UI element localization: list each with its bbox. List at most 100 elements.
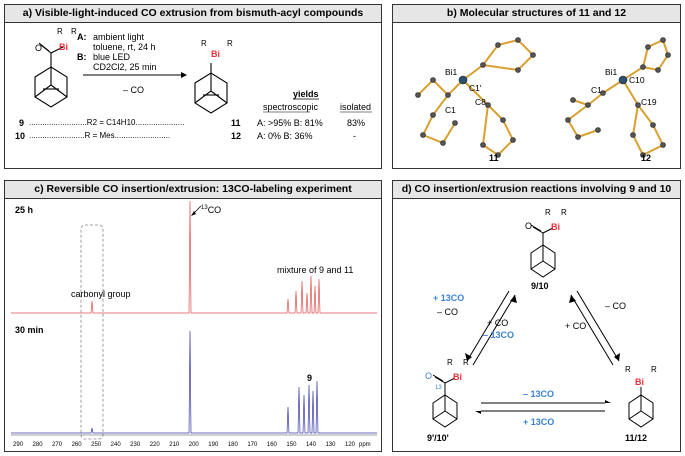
reactant-bismuth: Bi xyxy=(59,42,68,52)
row10-number: 10 xyxy=(15,131,26,141)
panel-c: c) Reversible CO insertion/extrusion: 13… xyxy=(4,180,382,452)
reactant-r1: R xyxy=(57,27,63,36)
axis-tick-label: 150 xyxy=(286,442,297,448)
axis-tick-label: 270 xyxy=(52,442,63,448)
axis-tick-label: 200 xyxy=(188,442,199,448)
right-r2: R xyxy=(651,365,657,374)
right-up-label: – CO xyxy=(605,301,627,311)
product-bismuth: Bi xyxy=(211,49,220,59)
yields-header: yields xyxy=(293,89,319,99)
atom-bi1-right: Bi1 xyxy=(605,67,618,77)
left-bismuth: Bi xyxy=(453,372,462,382)
isolated-header: isolated xyxy=(340,102,372,112)
co-peak-label: 13CO xyxy=(201,205,222,215)
right-bismuth: Bi xyxy=(635,377,644,387)
axis-tick-label: 130 xyxy=(325,442,336,448)
label-9: 9 xyxy=(307,373,313,383)
axis-tick-label: 250 xyxy=(91,442,102,448)
panel-b-title: b) Molecular structures of 11 and 12 xyxy=(393,5,680,23)
axis-tick-label: 220 xyxy=(149,442,160,448)
arrow-label: – CO xyxy=(123,85,145,95)
row9-number: 9 xyxy=(19,118,25,128)
left-r1: R xyxy=(447,358,453,367)
structure-label-12: 12 xyxy=(641,153,652,163)
atom-c19-right: C19 xyxy=(641,97,657,107)
axis-unit: ppm xyxy=(359,442,371,448)
atom-c10-right: C10 xyxy=(629,75,645,85)
left-down2-label: – 13CO xyxy=(483,330,515,340)
axis-tick-label: 230 xyxy=(130,442,141,448)
cond-b-label: B: xyxy=(77,52,87,62)
panel-a-structures xyxy=(34,42,372,114)
atom-c1-right: C1 xyxy=(591,85,602,95)
row10-product: 12 xyxy=(231,131,242,141)
axis-tick-label: 140 xyxy=(305,442,316,448)
spectrum-top xyxy=(11,200,377,314)
atom-c8-left: C8 xyxy=(475,97,486,107)
cond-a-line1: ambient light xyxy=(93,32,145,42)
structure-label-11: 11 xyxy=(489,153,499,163)
mixture-label: mixture of 9 and 11 xyxy=(277,265,354,275)
atom-bi1-left: Bi1 xyxy=(445,67,458,77)
reaction-scheme xyxy=(432,224,654,428)
nmr-spectra xyxy=(11,200,377,440)
label-9-10: 9/10 xyxy=(531,281,549,291)
row9-substituent: ..........................R2 = C14H10...… xyxy=(29,118,185,127)
row10-spectroscopic: A: 0% B: 36% xyxy=(257,131,313,141)
spectrum-bottom xyxy=(11,330,377,434)
left-up2-label: – CO xyxy=(437,307,459,317)
right-down-label: + CO xyxy=(565,321,587,331)
left-oxygen: O xyxy=(425,371,433,381)
spectroscopic-header: spectroscopic xyxy=(263,102,319,112)
row9-spectroscopic: A: >95% B: 81% xyxy=(257,118,323,128)
time-30min: 30 min xyxy=(15,325,44,335)
axis-tick-label: 180 xyxy=(227,442,238,448)
axis-tick-label: 170 xyxy=(247,442,258,448)
row9-isolated: 83% xyxy=(347,118,366,128)
bottom-bot-label: + 13CO xyxy=(523,417,555,427)
axis-tick-label: 210 xyxy=(169,442,180,448)
panel-d-title: d) CO insertion/extrusion reactions invo… xyxy=(393,181,680,199)
time-25h: 25 h xyxy=(15,205,34,215)
top-r2: R xyxy=(561,208,567,217)
row9-product: 11 xyxy=(231,118,241,128)
cond-a-label: A: xyxy=(77,32,87,42)
axis-tick-label: 190 xyxy=(208,442,219,448)
label-9prime-10prime: 9'/10' xyxy=(427,433,449,443)
panel-b: b) Molecular structures of 11 and 12 xyxy=(392,4,681,169)
reactant-structure xyxy=(34,42,68,108)
axis-tick-label: 290 xyxy=(13,442,24,448)
reactant-oxygen: O xyxy=(35,43,43,53)
top-oxygen: O xyxy=(525,221,533,231)
left-up-label: + 13CO xyxy=(433,293,465,303)
panel-a-title: a) Visible-light-induced CO extrusion fr… xyxy=(5,5,381,23)
panel-a: a) Visible-light-induced CO extrusion fr… xyxy=(4,4,382,169)
reactant-r2: R xyxy=(71,27,77,36)
panel-c-title: c) Reversible CO insertion/extrusion: 13… xyxy=(5,181,381,199)
bottom-top-label: – 13CO xyxy=(523,389,555,399)
product-r2: R xyxy=(227,39,233,48)
left-down-label: + CO xyxy=(487,318,509,328)
left-r2: R xyxy=(463,358,469,367)
axis-tick-label: 280 xyxy=(32,442,43,448)
panel-d: d) CO insertion/extrusion reactions invo… xyxy=(392,180,681,452)
atom-c1prime-left: C1' xyxy=(469,83,482,93)
axis-tick-label: 240 xyxy=(110,442,121,448)
atom-c1-left: C1 xyxy=(445,105,456,115)
cond-a-line2: toluene, rt, 24 h xyxy=(93,42,156,52)
top-bismuth: Bi xyxy=(551,222,560,232)
carbonyl-group-label: carbonyl group xyxy=(71,289,131,299)
label-11-12: 11/12 xyxy=(625,433,648,443)
axis-tick-label: 260 xyxy=(71,442,82,448)
row10-substituent: .........................R = Mes........… xyxy=(29,131,171,140)
cond-b-line2: CD2Cl2, 25 min xyxy=(93,62,157,72)
axis-tick-label: 160 xyxy=(266,442,277,448)
axis-tick-label: 120 xyxy=(345,442,356,448)
reaction-arrow xyxy=(83,72,187,78)
cond-b-line1: blue LED xyxy=(93,52,131,62)
right-r1: R xyxy=(625,365,631,374)
product-structure xyxy=(194,63,228,114)
left-c13: 13 xyxy=(435,385,442,391)
top-r1: R xyxy=(545,208,551,217)
product-r1: R xyxy=(201,39,207,48)
